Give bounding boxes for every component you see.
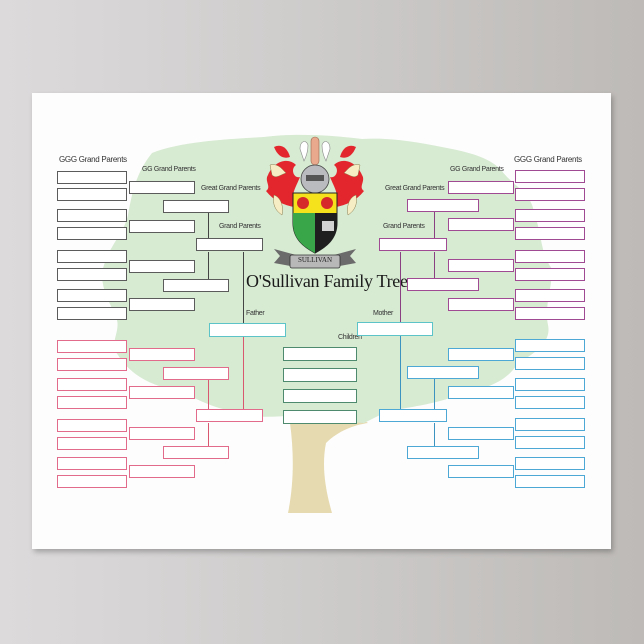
gg-left-bottom-1[interactable] [129,348,195,361]
gg-left-top-3[interactable] [129,260,195,273]
child-box-1[interactable] [283,347,357,361]
connector-line [434,207,436,238]
tree-trunk [288,411,368,513]
ggg-right-bottom-3[interactable] [515,378,585,391]
great-right-top-2[interactable] [407,278,479,291]
ggg-right-top-8[interactable] [515,307,585,320]
ggg-left-bottom-3[interactable] [57,378,127,391]
great-left-top-2[interactable] [163,279,229,292]
connector-line [243,337,245,409]
ggg-right-top-1[interactable] [515,170,585,183]
mother-box[interactable] [357,322,433,336]
ggg-left-top-1[interactable] [57,171,127,184]
ggg-right-bottom-6[interactable] [515,436,585,449]
gg-right-bottom-3[interactable] [448,427,514,440]
grand-right-top[interactable] [379,238,447,251]
label-great-right: Great Grand Parents [385,185,445,192]
label-ggg-right: GGG Grand Parents [514,155,582,164]
gg-left-top-4[interactable] [129,298,195,311]
ggg-right-bottom-1[interactable] [515,339,585,352]
ggg-right-top-2[interactable] [515,188,585,201]
connector-line [243,252,245,323]
child-box-3[interactable] [283,389,357,403]
ggg-left-bottom-7[interactable] [57,457,127,470]
grand-right-bottom[interactable] [379,409,447,422]
great-left-top-1[interactable] [163,200,229,213]
gg-left-bottom-2[interactable] [129,386,195,399]
child-box-2[interactable] [283,368,357,382]
ggg-left-top-8[interactable] [57,307,127,320]
gg-right-top-4[interactable] [448,298,514,311]
connector-line [208,423,210,446]
label-great-left: Great Grand Parents [201,185,261,192]
gg-left-top-1[interactable] [129,181,195,194]
gg-right-top-2[interactable] [448,218,514,231]
poster-title: O'Sullivan Family Tree [246,271,408,291]
label-grand-left: Grand Parents [219,223,261,230]
crest-banner-text: SULLIVAN [297,256,333,264]
connector-line [400,336,402,409]
great-left-bottom-1[interactable] [163,367,229,380]
gg-right-bottom-2[interactable] [448,386,514,399]
ggg-right-top-3[interactable] [515,209,585,222]
ggg-left-top-4[interactable] [57,227,127,240]
connector-line [208,207,210,238]
connector-line [434,379,436,409]
gg-right-top-1[interactable] [448,181,514,194]
ggg-left-top-6[interactable] [57,268,127,281]
connector-line [208,252,210,279]
great-right-top-1[interactable] [407,199,479,212]
ggg-left-top-2[interactable] [57,188,127,201]
great-left-bottom-2[interactable] [163,446,229,459]
ggg-left-top-3[interactable] [57,209,127,222]
ggg-left-bottom-1[interactable] [57,340,127,353]
father-box[interactable] [209,323,286,337]
grand-left-top[interactable] [196,238,263,251]
ggg-left-bottom-6[interactable] [57,437,127,450]
gg-right-top-3[interactable] [448,259,514,272]
ggg-left-bottom-8[interactable] [57,475,127,488]
gg-left-bottom-4[interactable] [129,465,195,478]
great-right-bottom-1[interactable] [407,366,479,379]
gg-left-top-2[interactable] [129,220,195,233]
connector-line [434,252,436,278]
coat-of-arms-icon [266,136,364,269]
label-gg-right: GG Grand Parents [450,166,504,173]
ggg-right-top-4[interactable] [515,227,585,240]
ggg-right-bottom-8[interactable] [515,475,585,488]
label-ggg-left: GGG Grand Parents [59,155,127,164]
ggg-right-bottom-4[interactable] [515,396,585,409]
label-mother: Mother [373,310,393,317]
label-father: Father [246,310,265,317]
gg-right-bottom-4[interactable] [448,465,514,478]
connector-line [400,252,402,322]
ggg-right-top-5[interactable] [515,250,585,263]
ggg-right-bottom-7[interactable] [515,457,585,470]
ggg-left-bottom-4[interactable] [57,396,127,409]
ggg-right-bottom-5[interactable] [515,418,585,431]
ggg-left-bottom-5[interactable] [57,419,127,432]
great-right-bottom-2[interactable] [407,446,479,459]
child-box-4[interactable] [283,410,357,424]
connector-line [208,380,210,409]
ggg-left-bottom-2[interactable] [57,358,127,371]
label-grand-right: Grand Parents [383,223,425,230]
label-children: Children [338,334,362,341]
gg-right-bottom-1[interactable] [448,348,514,361]
ggg-left-top-5[interactable] [57,250,127,263]
ggg-left-top-7[interactable] [57,289,127,302]
gg-left-bottom-3[interactable] [129,427,195,440]
grand-left-bottom[interactable] [196,409,263,422]
label-gg-left: GG Grand Parents [142,166,196,173]
family-tree-poster: SULLIVAN O'Sullivan Family Tree GGG Gran… [32,93,611,549]
ggg-right-top-6[interactable] [515,268,585,281]
connector-line [434,423,436,446]
ggg-right-top-7[interactable] [515,289,585,302]
ggg-right-bottom-2[interactable] [515,357,585,370]
